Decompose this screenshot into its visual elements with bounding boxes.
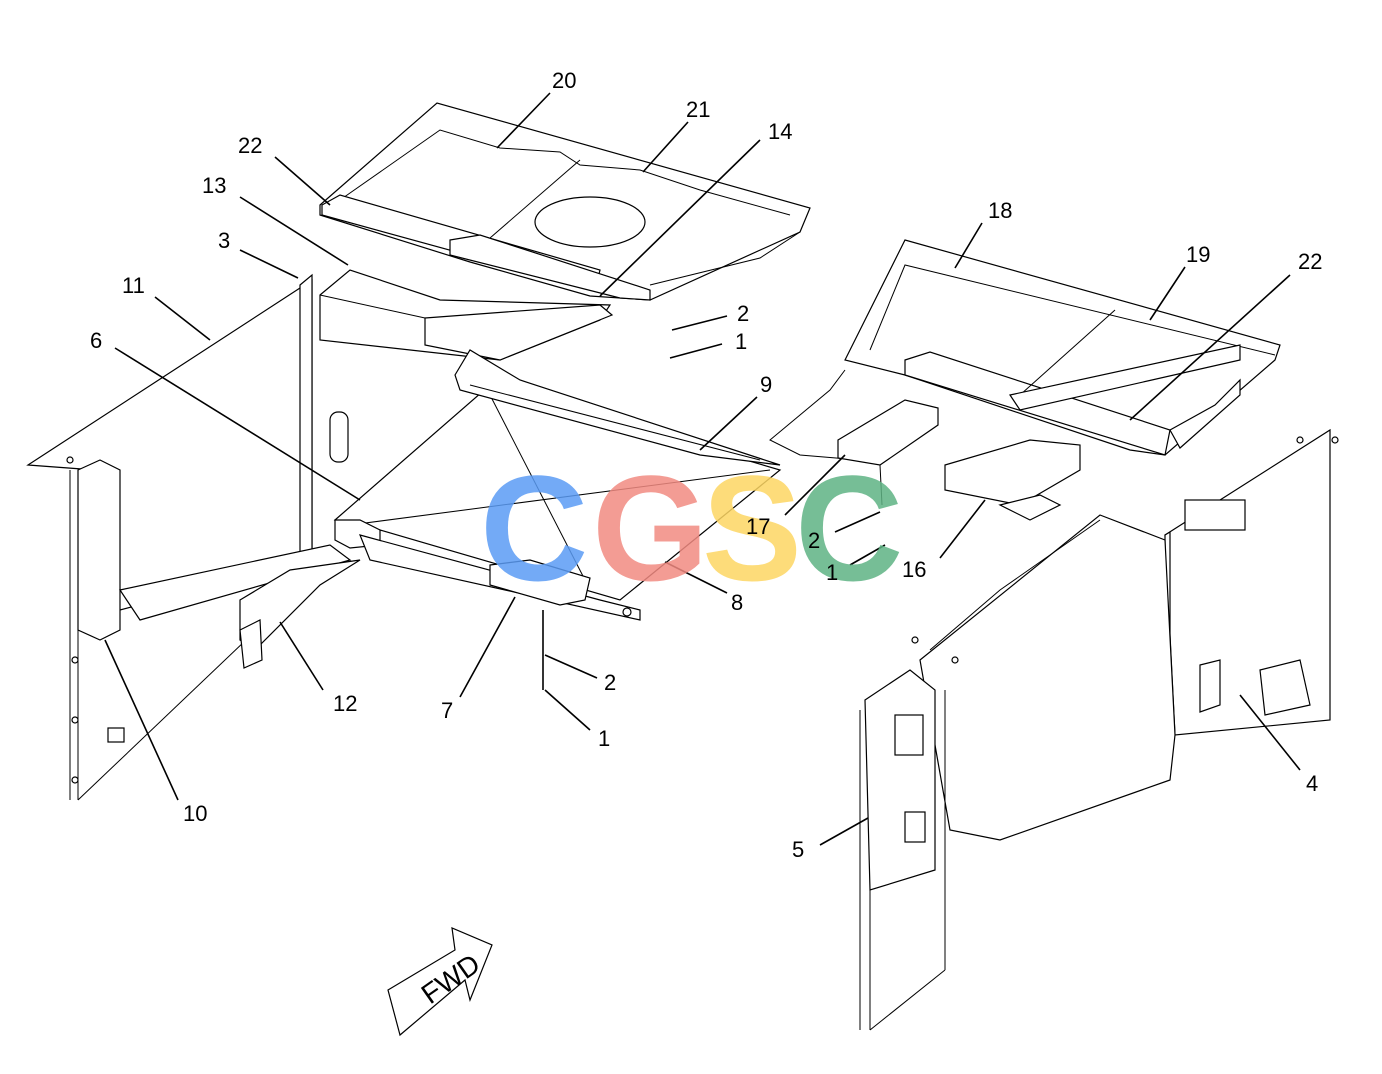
callout-6: 6 bbox=[90, 328, 102, 353]
left-wall-assembly bbox=[26, 269, 614, 801]
watermark-letter-s: S bbox=[702, 444, 802, 612]
callout-9: 9 bbox=[760, 372, 772, 397]
callout-20: 20 bbox=[552, 68, 576, 93]
callout-2-bottom: 2 bbox=[604, 670, 616, 695]
callout-8: 8 bbox=[731, 590, 743, 615]
watermark-letter-c1: C bbox=[480, 444, 588, 612]
callout-1-right: 1 bbox=[826, 560, 838, 585]
callout-4: 4 bbox=[1306, 771, 1318, 796]
forward-arrow-icon: FWD bbox=[387, 927, 493, 1037]
callout-22-left: 22 bbox=[238, 133, 262, 158]
roof-panel-left bbox=[319, 102, 811, 301]
callout-1-bottom: 1 bbox=[598, 726, 610, 751]
callout-16: 16 bbox=[902, 557, 926, 582]
callout-13: 13 bbox=[202, 173, 226, 198]
callout-17: 17 bbox=[746, 514, 770, 539]
callout-10: 10 bbox=[183, 801, 207, 826]
callout-5: 5 bbox=[792, 837, 804, 862]
callout-3: 3 bbox=[218, 228, 230, 253]
callout-1-top: 1 bbox=[735, 329, 747, 354]
callout-11: 11 bbox=[122, 273, 145, 298]
roof-panel-right bbox=[769, 239, 1281, 461]
cgsc-watermark: C G S C bbox=[480, 444, 903, 612]
leader-lines bbox=[104, 92, 1301, 846]
callout-2-top: 2 bbox=[737, 301, 749, 326]
callout-19: 19 bbox=[1186, 242, 1210, 267]
callout-22-right: 22 bbox=[1298, 249, 1322, 274]
callout-2-right: 2 bbox=[808, 528, 820, 553]
callout-12: 12 bbox=[333, 691, 357, 716]
watermark-letter-c2: C bbox=[795, 444, 903, 612]
callout-18: 18 bbox=[988, 198, 1012, 223]
callout-21: 21 bbox=[686, 97, 710, 122]
right-wall-assembly bbox=[859, 428, 1339, 1031]
console-block-right bbox=[837, 399, 1081, 521]
watermark-letter-g: G bbox=[592, 444, 709, 612]
callout-7: 7 bbox=[441, 698, 453, 723]
callout-labels: 20 21 14 22 13 3 11 6 9 2 1 18 19 22 17 … bbox=[90, 68, 1322, 862]
callout-14: 14 bbox=[768, 119, 792, 144]
floor-panel-center bbox=[333, 349, 782, 621]
